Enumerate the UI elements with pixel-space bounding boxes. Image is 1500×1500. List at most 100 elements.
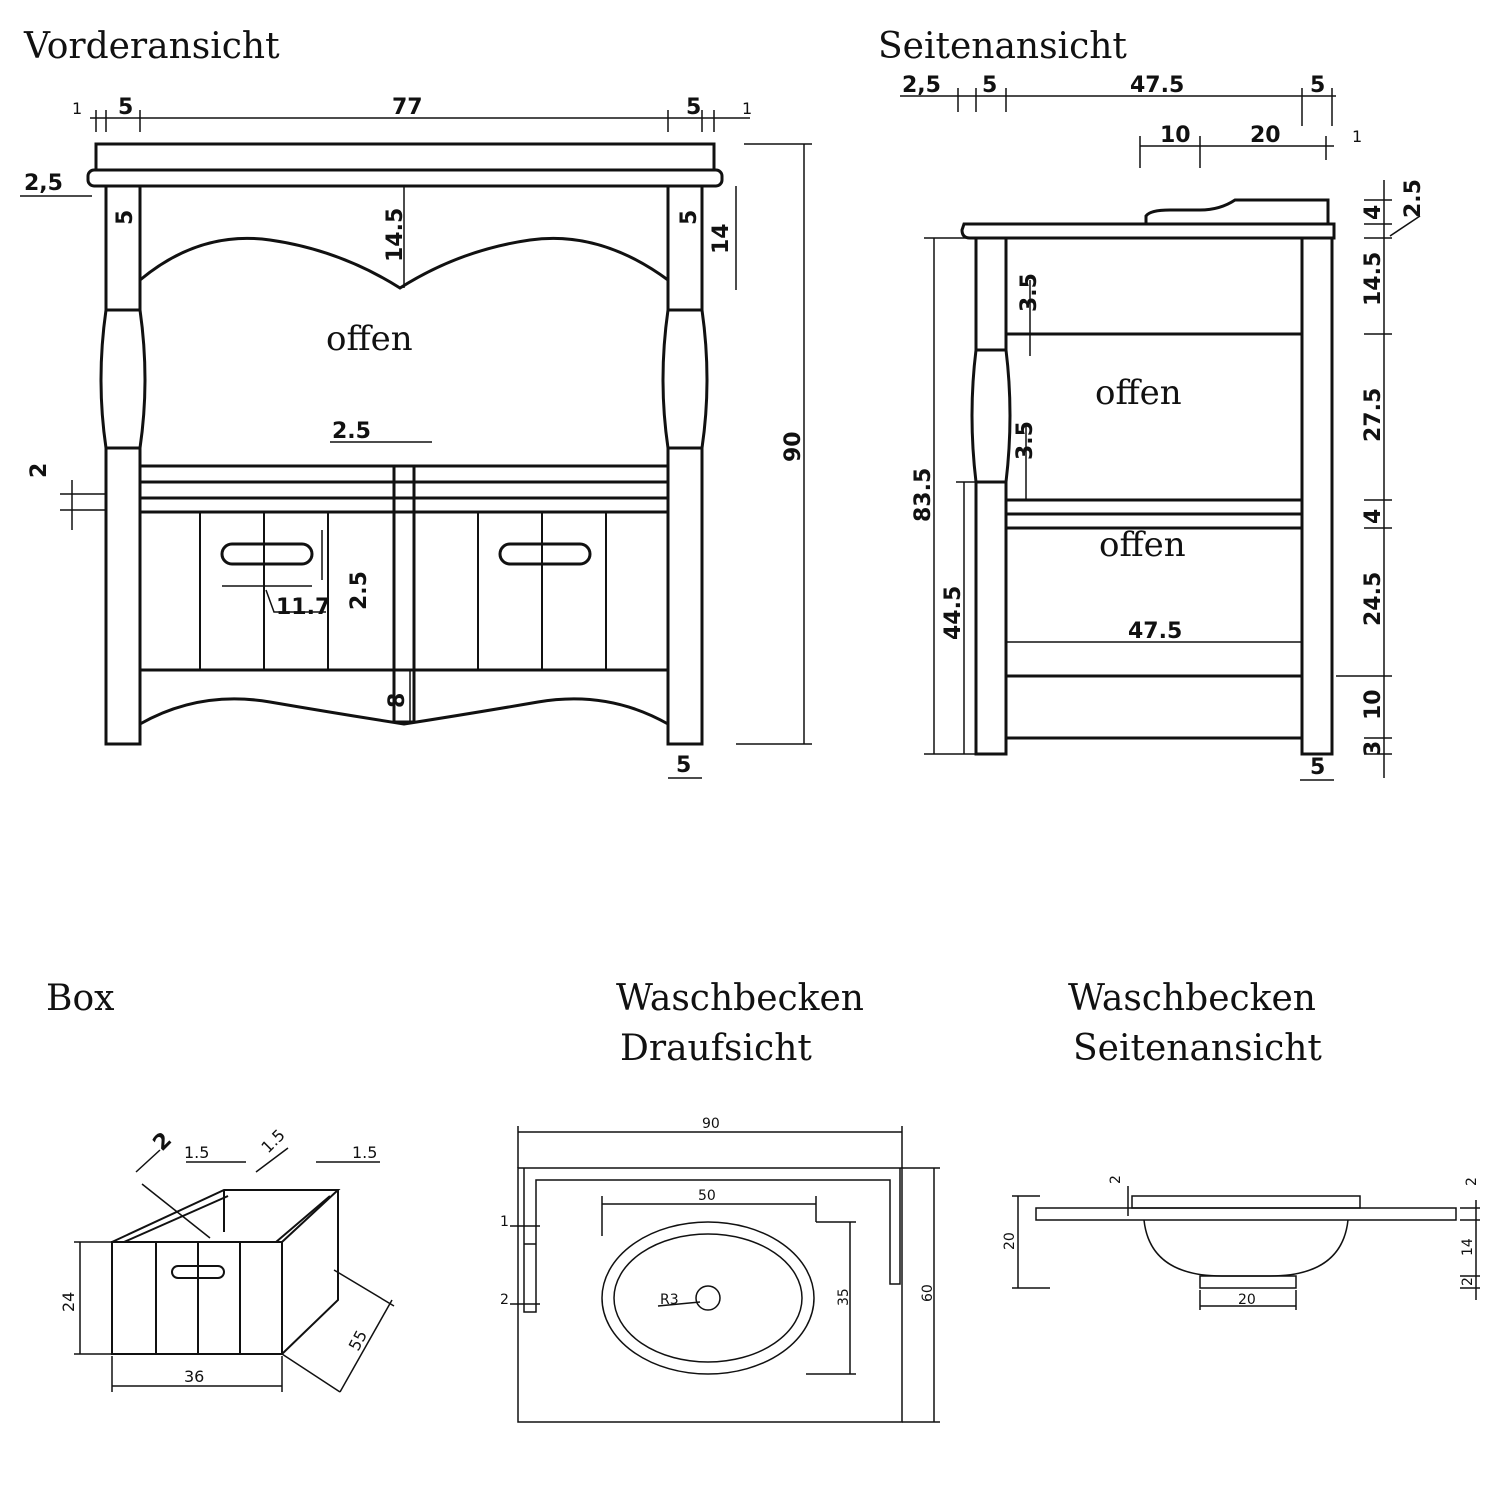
- front-dim-height: 90: [781, 431, 806, 462]
- box-side: [281, 1190, 339, 1355]
- front-dim-apron: 14: [709, 223, 734, 254]
- title-basin-side-2: Seitenansicht: [1073, 1028, 1322, 1069]
- front-dim-1-right: 1: [742, 99, 752, 118]
- title-box: Box: [46, 978, 114, 1019]
- front-dim-rail: 2: [27, 463, 52, 478]
- basin-top-backsplash: [523, 1168, 901, 1313]
- side-front-leg-turned: [970, 349, 1012, 483]
- front-right-leg-turned: [661, 309, 709, 449]
- basin-top-dim-bowl: 50: [698, 1188, 716, 1204]
- side-back-leg: [1300, 236, 1334, 756]
- title-front-view: Vorderansicht: [23, 26, 280, 67]
- front-apron-arch: [139, 236, 669, 290]
- side-dim-top-5a: 5: [982, 73, 997, 98]
- side-dim-r2-5: 2.5: [1401, 179, 1426, 218]
- front-left-leg-turned: [99, 309, 147, 449]
- front-dim-handle-height: 2.5: [347, 571, 372, 610]
- title-basin-side-1: Waschbecken: [1068, 978, 1316, 1019]
- side-dim-shelf: 47.5: [1128, 619, 1182, 644]
- box-dim-1-5b: 1.5: [257, 1125, 288, 1156]
- box-dim-depth: 55: [345, 1327, 371, 1354]
- side-dim-depth: 47.5: [1130, 73, 1184, 98]
- front-bottom-arch: [139, 697, 669, 726]
- basin-drain: [695, 1285, 721, 1311]
- basin-side-dim-2c: 2: [1460, 1277, 1476, 1286]
- front-label-open: offen: [326, 319, 413, 359]
- basin-side-drawing: 2 2 20 14 2 20: [1002, 1175, 1480, 1310]
- front-dim-bottom-rail: 8: [385, 693, 410, 708]
- front-top-edge: [86, 168, 724, 188]
- side-front-leg-lower: [974, 480, 1008, 756]
- front-dim-leg-left: 5: [113, 210, 138, 225]
- side-dim-3-5a: 3.5: [1017, 273, 1042, 312]
- basin-top-dim-radius: R3: [660, 1292, 679, 1308]
- basin-top-dim-1: 1: [500, 1214, 509, 1230]
- front-dim-5-left: 5: [118, 95, 133, 120]
- basin-side-dim-14: 14: [1460, 1238, 1476, 1256]
- front-left-handle: [220, 542, 314, 566]
- front-top-board: [94, 142, 716, 172]
- front-left-leg-lower: [104, 446, 142, 746]
- basin-side-dim-20: 20: [1002, 1232, 1018, 1250]
- basin-bowl-inner: [613, 1233, 803, 1363]
- side-dim-top-2-5: 2,5: [902, 73, 941, 98]
- front-dim-handle-length: 11.7: [276, 595, 330, 620]
- front-dim-center-post: 2.5: [332, 419, 371, 444]
- box-drawing: 2 1.5 1.5 1.5 24 36 55: [59, 1125, 395, 1393]
- side-top-board: [960, 222, 1336, 240]
- box-dim-1-5c: 1.5: [352, 1143, 377, 1162]
- side-dim-10: 10: [1160, 123, 1191, 148]
- basin-top-drawing: 90 R3 50 35 60 1 2: [500, 1116, 940, 1423]
- front-left-leg-upper: [104, 184, 142, 312]
- front-center-post: [392, 464, 416, 724]
- front-dim-arch: 14.5: [383, 208, 408, 262]
- box-dim-width: 36: [184, 1367, 204, 1386]
- side-dim-r27-5: 27.5: [1361, 388, 1386, 442]
- side-dim-foot: 5: [1310, 755, 1325, 780]
- side-label-open-upper: offen: [1095, 373, 1182, 413]
- front-dim-foot: 5: [676, 753, 691, 778]
- title-side-view: Seitenansicht: [878, 26, 1127, 67]
- front-dim-leg-right: 5: [677, 210, 702, 225]
- side-backsplash: [1144, 198, 1330, 224]
- front-right-leg-upper: [666, 184, 704, 312]
- basin-side-base: [1199, 1275, 1297, 1289]
- basin-side-counter: [1035, 1207, 1457, 1221]
- side-view-drawing: 2,5 5 47.5 5 10 20 1 4 2.5 14.5 27.5 4 2…: [900, 73, 1426, 781]
- title-basin-top-1: Waschbecken: [616, 978, 864, 1019]
- side-dim-height-83-5: 83.5: [911, 468, 936, 522]
- box-dim-1-5a: 1.5: [184, 1143, 209, 1162]
- side-dim-r14-5: 14.5: [1361, 252, 1386, 306]
- box-dim-2: 2: [149, 1128, 178, 1157]
- basin-top-dim-width: 90: [702, 1116, 720, 1132]
- side-dim-1: 1: [1352, 127, 1362, 146]
- basin-top-outline: [517, 1167, 903, 1423]
- side-dim-r4a: 4: [1361, 205, 1386, 220]
- basin-side-dim-2b: 2: [1464, 1177, 1480, 1186]
- front-dim-1-left: 1: [72, 99, 82, 118]
- basin-top-dim-depth: 60: [920, 1284, 936, 1302]
- side-dim-r24-5: 24.5: [1361, 572, 1386, 626]
- box-dim-height: 24: [59, 1292, 78, 1312]
- basin-side-dim-2a: 2: [1108, 1175, 1124, 1184]
- basin-side-bowl: [1143, 1219, 1349, 1277]
- side-dim-3-5b: 3.5: [1013, 421, 1038, 460]
- side-front-leg-upper: [974, 236, 1008, 352]
- side-dim-top-5b: 5: [1310, 73, 1325, 98]
- basin-top-dim-bowl-depth: 35: [836, 1288, 852, 1306]
- box-handle: [171, 1265, 225, 1279]
- front-right-handle: [498, 542, 592, 566]
- front-view-drawing: 1 5 77 5 1 2,5 5 5 14.5 14 90 2 2.5 11.7…: [20, 95, 812, 779]
- basin-side-dim-base: 20: [1238, 1292, 1256, 1308]
- front-right-leg-lower: [666, 446, 704, 746]
- side-dim-r3: 3: [1361, 741, 1386, 756]
- front-dim-width: 77: [392, 95, 423, 120]
- side-dim-r4b: 4: [1361, 509, 1386, 524]
- title-basin-top-2: Draufsicht: [620, 1028, 812, 1069]
- basin-side-backsplash: [1131, 1195, 1361, 1209]
- basin-bowl-outer: [601, 1221, 815, 1375]
- basin-top-dim-2: 2: [500, 1292, 509, 1308]
- front-dim-overhang: 2,5: [24, 171, 63, 196]
- side-label-open-lower: offen: [1099, 525, 1186, 565]
